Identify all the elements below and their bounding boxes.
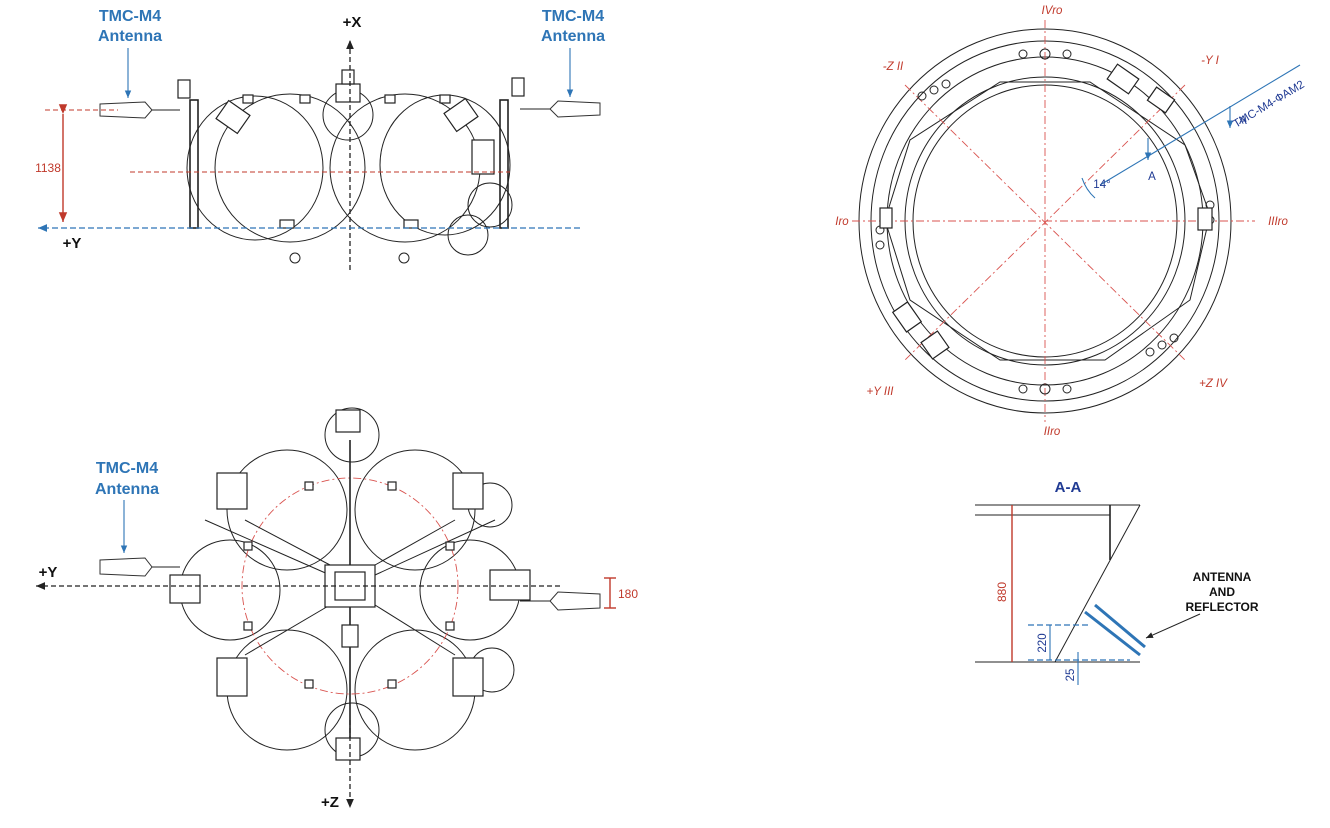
antenna-direction-line [1099,64,1301,186]
bottom-view: TMC-M4 Antenna +Y +Z 180 [36,407,638,811]
ring-section-marker-lower: A [1148,171,1156,183]
reflector-note-line1: ANTENNA [1193,570,1252,584]
ring-label-bottom-right: +Z IV [1199,378,1228,390]
section-title: A-A [1055,479,1082,496]
dimension-25-label: 25 [1065,669,1077,682]
dimension-880-label: 880 [995,582,1009,602]
section-antenna [1084,610,1141,657]
ring-label-bottom: IIro [1044,426,1061,438]
ring-angle-label: 14° [1093,179,1110,191]
bottom-view-struts [204,440,496,740]
axis-label-plus-y-top: +Y [63,235,82,252]
dimension-220-label: 220 [1037,633,1049,652]
ring-label-top-left: -Z II [883,61,904,73]
ring-view: IVro IIro Iro IIIro -Z II -Y I +Y III +Z… [835,5,1306,438]
axis-label-plus-z: +Z [321,794,339,811]
dimension-180-label: 180 [618,587,638,601]
reflector-note-line3: REFLECTOR [1185,600,1258,614]
ring-label-bottom-left: +Y III [867,386,895,398]
top-view-antenna-right [520,100,601,118]
top-view-equipment [177,69,525,264]
axis-label-plus-y-bottom: +Y [39,564,58,581]
bottom-view-antenna-right [520,591,601,611]
bottom-view-antenna-left [99,557,180,577]
section-view: A-A 880 220 25 ANTENNA AND REFLECTOR [975,479,1259,685]
reflector-note-line2: AND [1209,585,1235,599]
antenna-label-bottom-line2: Antenna [95,481,159,498]
section-reflector [1094,603,1146,649]
dimension-1138-label: 1138 [35,161,61,175]
ring-label-top-right: -Y I [1201,55,1219,67]
antenna-label-top-right-line1: TMC-M4 [542,8,604,25]
antenna-label-top-left-line1: TMC-M4 [99,8,161,25]
antenna-label-bottom-line1: TMC-M4 [96,460,158,477]
ring-label-top: IVro [1042,5,1063,17]
angle-arc [1081,177,1096,199]
top-view: TMC-M4 Antenna TMC-M4 Antenna +X +Y 1138 [35,8,605,270]
antenna-label-top-right-line2: Antenna [541,28,605,45]
ring-label-left: Iro [835,216,849,228]
top-view-antenna-left [99,101,180,119]
ring-section-marker-upper: A [1239,115,1247,127]
antenna-label-top-left-line2: Antenna [98,28,162,45]
ring-equipment [879,63,1213,360]
ring-label-right: IIIro [1268,216,1288,228]
axis-label-plus-x: +X [343,14,362,31]
